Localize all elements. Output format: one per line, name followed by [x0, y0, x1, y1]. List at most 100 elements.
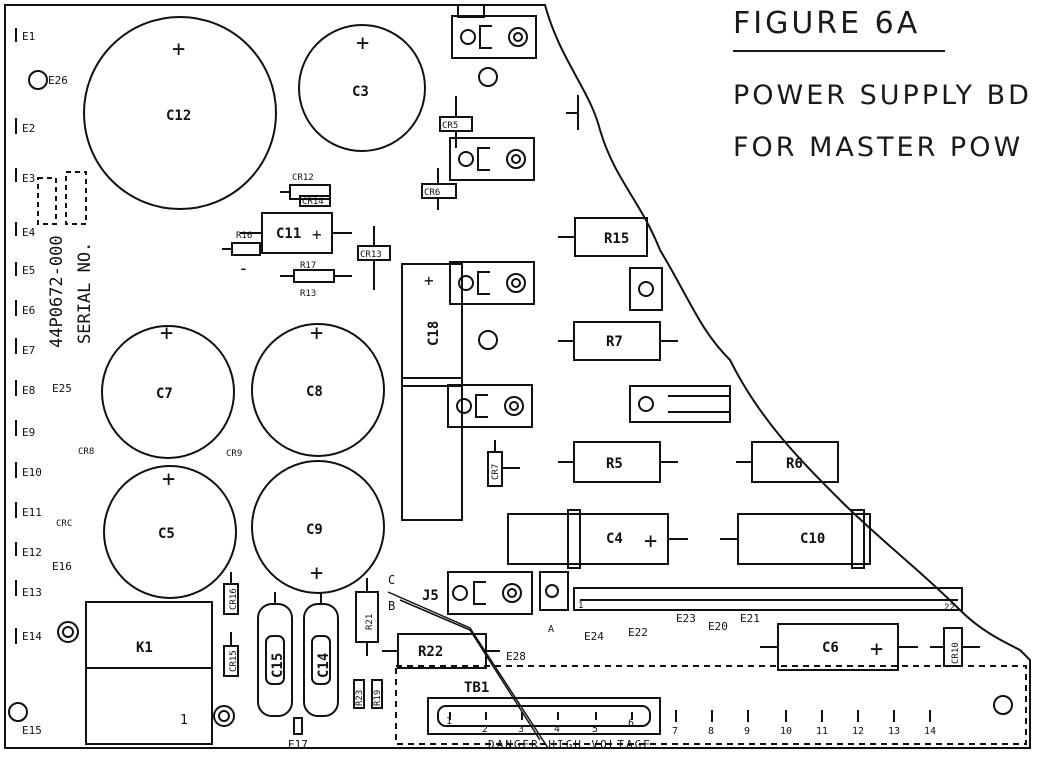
label-k1-pin: 1 [180, 713, 188, 728]
label-cr12: CR12 [292, 173, 314, 183]
relay-k1 [85, 601, 213, 745]
polarity-plus-c8: + [310, 321, 323, 346]
terminal-label-e8: E8 [22, 384, 35, 397]
terminal-label-e13: E13 [22, 586, 42, 599]
tb1-pin-3: 3 [518, 724, 524, 735]
polarity-plus-c3: + [356, 31, 369, 56]
label-c4: C4 [606, 531, 623, 547]
polarity-plus-c12: + [172, 37, 185, 62]
label-r19: R19 [373, 690, 383, 706]
label-cr6: CR6 [424, 188, 440, 198]
polarity-plus-c7: + [160, 321, 173, 346]
terminal-label-e10: E10 [22, 466, 42, 479]
terminal-block-tb1 [427, 697, 661, 735]
figure-title: FIGURE 6A [733, 6, 921, 41]
label-c7: C7 [156, 386, 173, 402]
label-a-wire: A [548, 624, 554, 635]
label-r7: R7 [606, 334, 623, 350]
terminal-label-e24: E24 [584, 630, 604, 643]
label-c10: C10 [800, 531, 825, 547]
label-c5: C5 [158, 526, 175, 542]
figure-subtitle-line2: FOR MASTER POW [733, 132, 1024, 163]
terminal-label-e22: E22 [628, 626, 648, 639]
label-c12: C12 [166, 108, 191, 124]
terminal-label-e11: E11 [22, 506, 42, 519]
terminal-label-e6: E6 [22, 304, 35, 317]
terminal-label-e9: E9 [22, 426, 35, 439]
polarity-minus-c11: - [238, 258, 249, 279]
label-cr8: CR8 [78, 447, 94, 457]
label-c6: C6 [822, 640, 839, 656]
terminal-label-e14: E14 [22, 630, 42, 643]
label-cr9: CR9 [226, 449, 242, 459]
label-cr14: CR14 [302, 197, 324, 207]
serial-label: SERIAL NO. [75, 242, 95, 344]
polarity-plus-c4: + [644, 529, 657, 554]
terminal-label-e15: E15 [22, 724, 42, 737]
figure-title-underline [733, 50, 945, 52]
capacitor-c12 [83, 16, 277, 210]
tb1-pin-2: 2 [482, 724, 488, 735]
label-r13: R13 [300, 289, 316, 299]
capacitor-c3 [298, 24, 426, 152]
label-tb1: TB1 [464, 680, 489, 696]
label-r22: R22 [418, 644, 443, 660]
tb1-pin-12: 12 [852, 726, 864, 737]
terminal-label-e16: E16 [52, 560, 72, 573]
label-cr15: CR15 [229, 650, 239, 672]
terminal-label-e7: E7 [22, 344, 35, 357]
label-pin-22: 22 [944, 603, 955, 613]
label-crc: CRC [56, 519, 72, 529]
terminal-label-e1: E1 [22, 30, 35, 43]
tb1-pin-1: 1 [446, 716, 452, 727]
terminal-label-e12: E12 [22, 546, 42, 559]
tb1-pin-11: 11 [816, 726, 828, 737]
tb1-pin-6: 6 [628, 718, 634, 729]
label-cr16: CR16 [229, 588, 239, 610]
terminal-label-e23: E23 [676, 612, 696, 625]
label-c3: C3 [352, 84, 369, 100]
tb1-pin-13: 13 [888, 726, 900, 737]
high-voltage-warning: DANGER HIGH VOLTAGE [488, 738, 652, 751]
label-r15: R15 [604, 231, 629, 247]
figure-subtitle-line1: POWER SUPPLY BD [733, 80, 1032, 111]
label-r5: R5 [606, 456, 623, 472]
label-r6: R6 [786, 456, 803, 472]
label-r23: R23 [355, 690, 365, 706]
polarity-plus-c11: + [312, 225, 322, 244]
tb1-pin-9: 9 [744, 726, 750, 737]
capacitor-c7 [101, 325, 235, 459]
label-cr5: CR5 [442, 121, 458, 131]
transistor-mounts [447, 15, 731, 615]
terminal-label-e20: E20 [708, 620, 728, 633]
label-r21: R21 [365, 614, 375, 630]
label-c-wire: C [388, 573, 395, 587]
label-b-wire: B [388, 599, 395, 613]
label-r17: R17 [300, 261, 316, 271]
label-c18: C18 [426, 321, 442, 346]
label-cr7: CR7 [491, 464, 501, 480]
label-k1: K1 [136, 640, 153, 656]
tb1-pin-5: 5 [592, 724, 598, 735]
label-c14: C14 [316, 653, 332, 678]
terminal-label-e4: E4 [22, 226, 36, 239]
polarity-plus-c9: + [310, 561, 323, 586]
polarity-plus-c18: + [424, 271, 434, 290]
tb1-pin-14: 14 [924, 726, 936, 737]
terminal-label-e2: E2 [22, 122, 35, 135]
terminal-label-e28: E28 [506, 650, 526, 663]
label-c15: C15 [270, 653, 286, 678]
label-cr13: CR13 [360, 250, 382, 260]
label-c11: C11 [276, 226, 301, 242]
label-c8: C8 [306, 384, 323, 400]
polarity-plus-c6: + [870, 637, 883, 662]
terminal-label-e3: E3 [22, 172, 35, 185]
part-number: 44P0672-000 [47, 235, 67, 348]
tb1-pin-10: 10 [780, 726, 792, 737]
terminal-label-e25-left: E25 [52, 382, 72, 395]
terminal-label-e5: E5 [22, 264, 35, 277]
label-cr10: CR10 [951, 642, 961, 664]
label-pin-1: 1 [578, 601, 583, 611]
